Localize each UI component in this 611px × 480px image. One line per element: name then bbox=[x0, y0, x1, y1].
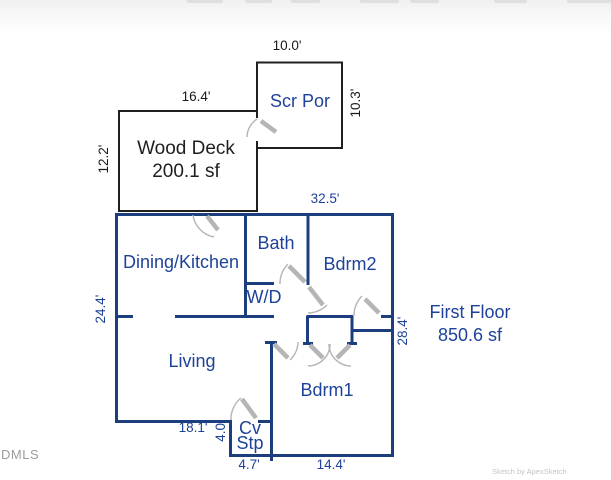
covered-stoop-label-line1: Cv bbox=[239, 418, 261, 438]
dimension-main-width: 32.5' bbox=[310, 191, 340, 206]
deck-porch-walls bbox=[118, 61, 343, 212]
door-arcs bbox=[192, 118, 363, 421]
dimension-porch-width: 10.0' bbox=[272, 38, 302, 53]
covered-stoop-label-line2: Stp bbox=[236, 433, 264, 453]
top-gradient bbox=[0, 0, 611, 34]
dimension-porch-depth: 10.3' bbox=[347, 88, 363, 118]
dimension-bdrm1-width: 14.4' bbox=[316, 457, 346, 472]
dimension-main-right-depth: 28.4' bbox=[394, 316, 410, 346]
dimension-stoop-width: 4.7' bbox=[238, 457, 260, 472]
bedroom1-label: Bdrm1 bbox=[300, 380, 354, 400]
washer-dryer-label: W/D bbox=[246, 287, 282, 307]
door-leaves bbox=[205, 119, 381, 420]
dimension-deck-depth: 12.2' bbox=[95, 144, 111, 174]
dimension-stoop-depth: 4.0' bbox=[212, 420, 228, 442]
dining-kitchen-label: Dining/Kitchen bbox=[122, 252, 240, 272]
toolbar-button-fragment bbox=[494, 0, 527, 3]
toolbar-button-fragment bbox=[360, 0, 399, 3]
toolbar-button-fragment bbox=[187, 0, 223, 3]
toolbar-button-fragment bbox=[291, 0, 320, 3]
screened-porch-label: Scr Por bbox=[269, 91, 330, 111]
main-floor-walls bbox=[115, 213, 394, 461]
toolbar-button-fragment bbox=[567, 0, 611, 3]
mls-watermark: DMLS bbox=[1, 447, 40, 462]
living-label: Living bbox=[168, 351, 216, 371]
floor-name-label: First Floor bbox=[429, 302, 511, 322]
toolbar-button-fragment bbox=[410, 0, 439, 3]
wood-deck-label: Wood Deck bbox=[137, 138, 235, 159]
sketch-credit: Sketch by ApexSketch bbox=[492, 467, 567, 476]
toolbar-button-fragment bbox=[245, 0, 272, 3]
bedroom2-label: Bdrm2 bbox=[323, 254, 377, 274]
dimension-main-left-depth: 24.4' bbox=[92, 294, 108, 324]
bath-label: Bath bbox=[257, 233, 295, 253]
dimension-living-width: 18.1' bbox=[178, 420, 208, 435]
dimension-deck-width: 16.4' bbox=[181, 89, 211, 104]
wood-deck-area-label: 200.1 sf bbox=[152, 161, 220, 182]
floor-area-label: 850.6 sf bbox=[437, 325, 503, 345]
